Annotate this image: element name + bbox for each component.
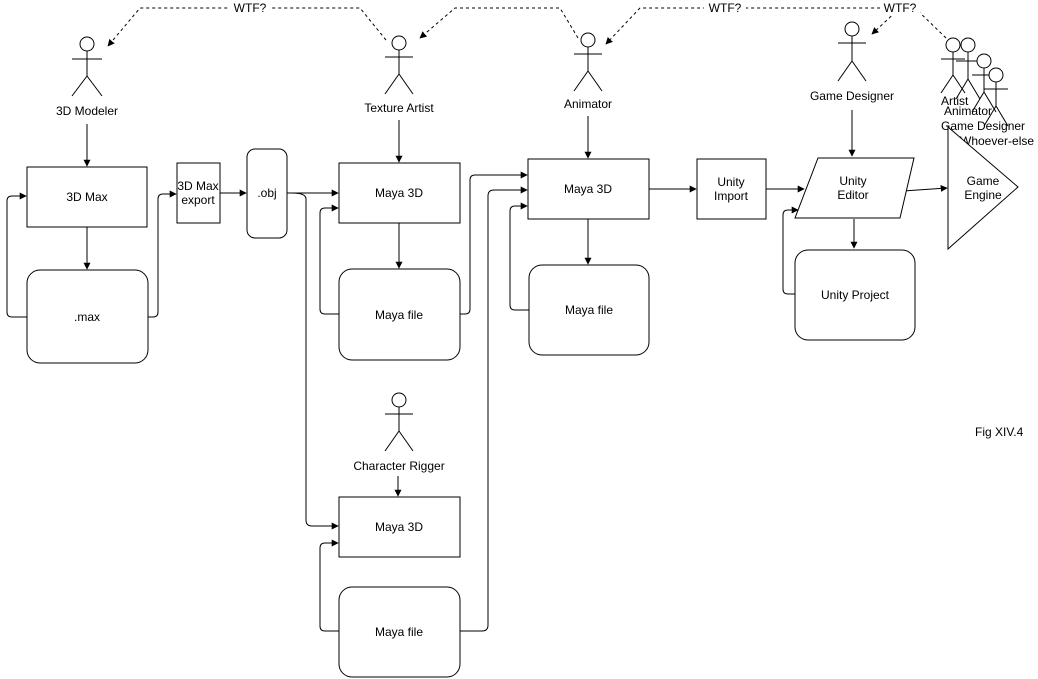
node-maya-file-animator: Maya file — [528, 264, 650, 356]
actor-group-animator — [955, 37, 981, 100]
actor-label: Texture Artist — [364, 101, 434, 115]
actor-label: 3D Modeler — [56, 104, 118, 118]
node-label: Maya 3D — [564, 182, 612, 196]
node-obj: .obj — [246, 148, 288, 239]
node-unity-import: Unity Import — [696, 158, 767, 220]
wtf-label-bg — [880, 1, 920, 15]
node-unity-editor: Unity Editor — [794, 157, 915, 219]
node-label: 3D Max — [66, 190, 107, 204]
node-unity-project: Unity Project — [794, 249, 916, 341]
wtf-connections: WTF? WTF? WTF? — [107, 1, 947, 47]
actor-3d-modeler: 3D Modeler — [56, 36, 118, 118]
wtf-label: WTF? — [884, 1, 917, 15]
node-label: Maya 3D — [375, 520, 423, 534]
actor-group-artist — [940, 37, 966, 94]
actor-label: Animator — [944, 104, 992, 118]
node-label: 3D Max — [177, 179, 218, 193]
node-label: Maya file — [565, 303, 613, 317]
node-label: export — [181, 193, 215, 207]
node-label: .obj — [257, 186, 276, 200]
node-label: Game — [967, 174, 1000, 188]
node-max-file: .max — [26, 269, 149, 364]
node-label: Maya 3D — [375, 186, 423, 200]
edge-texture-file-loop — [319, 204, 340, 315]
node-label: Import — [714, 189, 749, 203]
edge-anim-file-loop — [509, 202, 529, 311]
edge-max-loop — [6, 192, 27, 318]
figure-label: Fig XIV.4 — [975, 425, 1024, 439]
actor-texture-artist: Texture Artist — [364, 35, 434, 115]
actor-label: Whoever-else — [960, 134, 1034, 148]
actor-game-designer: Game Designer — [810, 21, 894, 103]
node-label: Maya file — [375, 308, 423, 322]
actor-character-rigger: Character Rigger — [353, 392, 445, 473]
node-maya3d-rigger: Maya 3D — [338, 496, 461, 558]
edge-rig-file-to-maya-anim — [460, 186, 528, 632]
actor-label: Artist — [941, 94, 969, 108]
edge-max-to-export — [148, 190, 177, 318]
node-3dmax: 3D Max — [26, 166, 148, 228]
actor-label: Character Rigger — [353, 459, 444, 473]
edge-rig-file-loop — [319, 539, 340, 632]
node-maya-file-rigger: Maya file — [338, 586, 461, 678]
actor-label: Animator — [564, 97, 612, 111]
edge-texture-file-to-maya-anim — [460, 171, 528, 315]
actor-group-whoever-else — [983, 67, 1009, 127]
node-label: Unity Project — [821, 288, 890, 302]
wtf-label: WTF? — [709, 1, 742, 15]
wtf-label-bg — [229, 1, 271, 15]
node-maya3d-animator: Maya 3D — [527, 158, 650, 220]
actor-label: Game Designer — [810, 89, 894, 103]
actor-animator: Animator — [564, 32, 612, 111]
node-label: Maya file — [375, 625, 423, 639]
wtf-label-bg — [704, 1, 746, 15]
node-maya-file-texture: Maya file — [338, 268, 461, 361]
node-label: Unity — [839, 174, 866, 188]
actor-group: Artist Animator Game Designer Whoever-el… — [940, 37, 1034, 148]
node-game-engine: Game Engine — [947, 125, 1019, 251]
edge-editor-to-engine — [902, 184, 948, 192]
node-maya3d-texture: Maya 3D — [338, 162, 461, 224]
node-label: .max — [74, 310, 100, 324]
wtf-line-group-to-animator — [605, 7, 947, 45]
actor-label: Game Designer — [941, 119, 1025, 133]
node-label: Unity — [717, 175, 744, 189]
edge-obj-to-maya-rig — [291, 192, 339, 530]
wtf-line-animator-to-texture — [419, 7, 579, 39]
node-3dmax-export: 3D Max export — [176, 162, 221, 224]
node-label: Engine — [964, 188, 1002, 202]
node-label: Editor — [837, 188, 868, 202]
wtf-label: WTF? — [234, 1, 267, 15]
actor-group-game-designer — [971, 53, 997, 113]
edge-project-loop — [782, 206, 799, 295]
connectors — [6, 110, 948, 632]
